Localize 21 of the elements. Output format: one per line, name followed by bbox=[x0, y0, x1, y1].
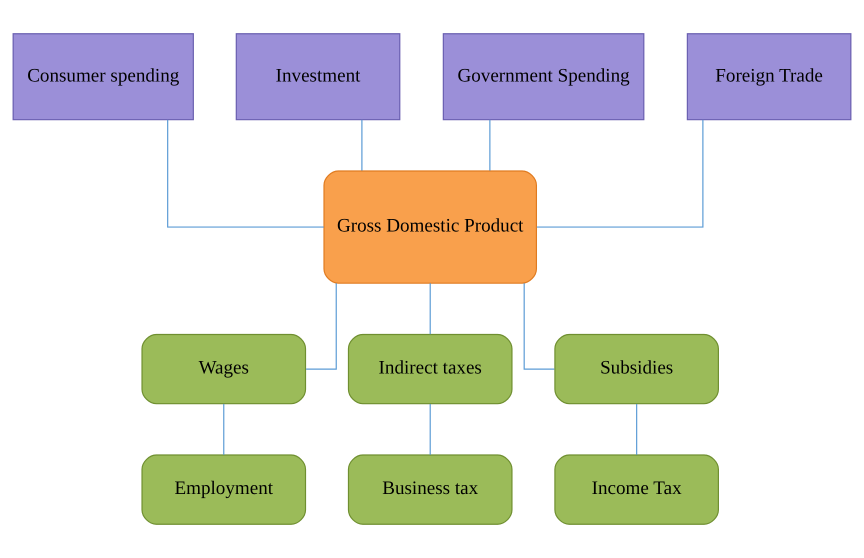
connector bbox=[524, 283, 554, 370]
node-box: Government Spending bbox=[442, 33, 644, 120]
node-box: Employment bbox=[141, 454, 306, 525]
connector bbox=[430, 283, 431, 334]
connector bbox=[430, 404, 431, 455]
node-box: Foreign Trade bbox=[686, 33, 852, 120]
node-box: Investment bbox=[236, 33, 400, 120]
node-box: Indirect taxes bbox=[348, 334, 513, 404]
node-box: Consumer spending bbox=[12, 33, 194, 120]
connector bbox=[536, 120, 704, 228]
node-box: Gross Domestic Product bbox=[323, 170, 538, 284]
connector bbox=[361, 120, 362, 171]
connector bbox=[223, 404, 224, 455]
node-box: Wages bbox=[141, 334, 306, 404]
connector bbox=[489, 120, 490, 171]
node-box: Business tax bbox=[348, 454, 513, 525]
connector bbox=[167, 120, 324, 228]
connector bbox=[306, 283, 337, 370]
connector bbox=[636, 404, 638, 455]
node-box: Income Tax bbox=[554, 454, 719, 525]
node-box: Subsidies bbox=[554, 334, 719, 404]
